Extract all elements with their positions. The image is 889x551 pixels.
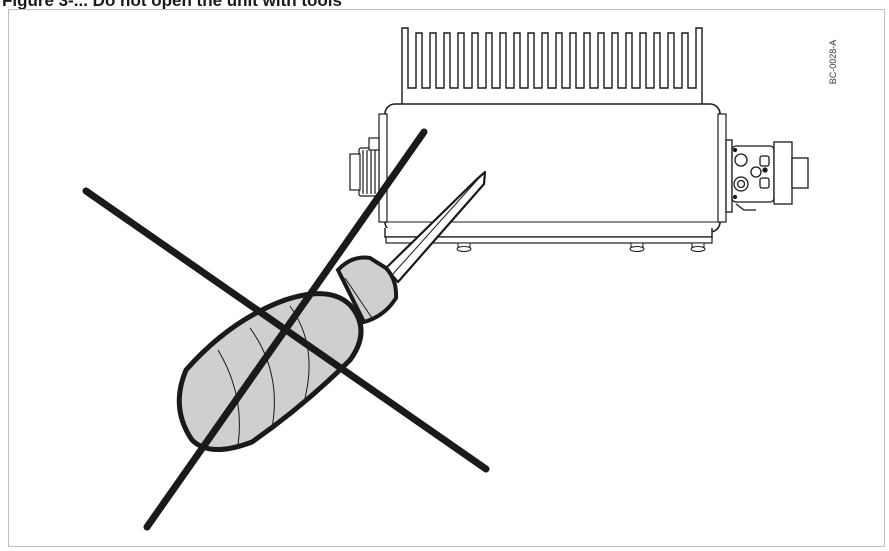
left-connector bbox=[349, 137, 380, 197]
heatsink-fins bbox=[401, 27, 703, 106]
drawing-code: BC-0028-A bbox=[828, 39, 838, 85]
figure-title: Figure 3-... Do not open the unit with t… bbox=[2, 0, 602, 11]
figure-title-text: Figure 3-... Do not open the unit with t… bbox=[2, 0, 342, 10]
right-connector bbox=[725, 139, 809, 213]
screwdriver-ferrule bbox=[335, 255, 399, 325]
prohibition-cross bbox=[82, 128, 490, 531]
